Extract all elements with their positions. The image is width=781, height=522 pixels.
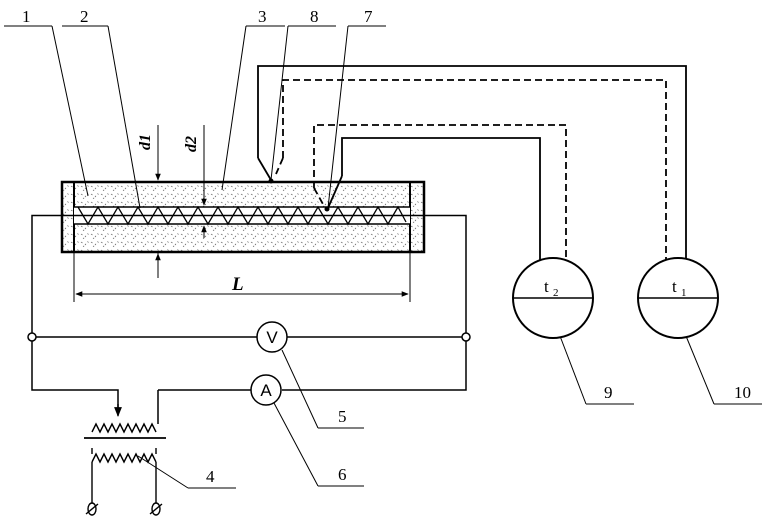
ammeter-symbol: A [260, 381, 272, 400]
t1-base: t [672, 277, 677, 296]
t2-base: t [544, 277, 549, 296]
d2-label: d2 [183, 136, 200, 152]
callout-4: 4 [206, 467, 215, 486]
autotransformer [84, 404, 166, 505]
thermometer-t1: t 1 [637, 257, 719, 339]
top-callouts [4, 25, 386, 209]
heater-coil [77, 205, 407, 226]
callout-5: 5 [338, 407, 347, 426]
d1-label: d1 [137, 134, 154, 150]
ammeter: A [250, 374, 282, 406]
sample-assembly [60, 180, 426, 254]
right-junction [461, 332, 471, 342]
power-circuit [31, 214, 467, 424]
callout-7: 7 [364, 7, 373, 26]
thermocouple-1-wires [257, 65, 687, 260]
t2-sub: 2 [553, 287, 559, 299]
callout-8: 8 [310, 7, 319, 26]
thermometer-t2: t 2 [512, 257, 594, 339]
junction-8 [268, 178, 274, 184]
callout-3: 3 [258, 7, 267, 26]
length-dimension [73, 252, 411, 302]
length-label: L [231, 274, 244, 295]
mains-terminals [85, 502, 163, 516]
bottom-callouts [137, 335, 762, 489]
callout-6: 6 [338, 465, 347, 484]
callout-1: 1 [22, 7, 31, 26]
left-junction [27, 332, 37, 342]
callout-2: 2 [80, 7, 89, 26]
callout-9: 9 [604, 383, 613, 402]
callout-10: 10 [734, 383, 751, 402]
voltmeter: V [256, 321, 288, 353]
thermocouple-2-wires [313, 124, 567, 260]
voltmeter-symbol: V [266, 328, 278, 347]
junction-7 [324, 206, 330, 212]
t1-sub: 1 [681, 287, 687, 299]
